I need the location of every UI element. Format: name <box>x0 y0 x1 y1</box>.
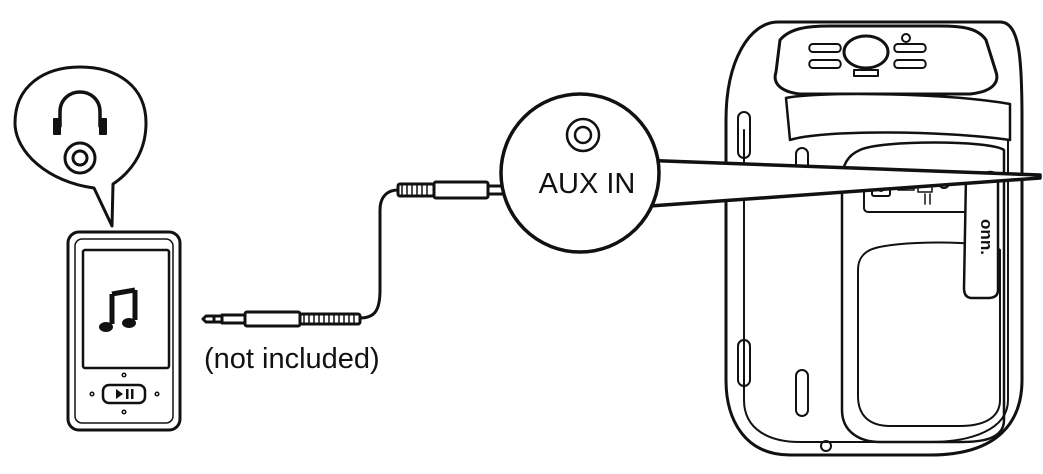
aux-cable <box>201 180 528 328</box>
music-note-icon <box>99 287 138 332</box>
speaker <box>724 20 1024 457</box>
headphones-icon <box>53 90 107 135</box>
player-dot-left <box>89 391 95 397</box>
player-port-callout <box>13 65 148 228</box>
aux-in-label: AUX IN <box>539 168 636 200</box>
speaker-top-knob <box>842 34 890 70</box>
speaker-foot-hole <box>820 440 832 452</box>
cable-note-label: (not included) <box>204 343 380 375</box>
aux-in-jack-icon <box>565 117 601 153</box>
play-pause-button <box>101 383 147 405</box>
player-dot-right <box>154 391 160 397</box>
aux-in-callout <box>499 92 1042 254</box>
player-dot-top <box>121 372 127 378</box>
music-player <box>66 230 182 432</box>
player-dot-bottom <box>121 409 127 415</box>
headphone-jack-icon <box>63 141 97 175</box>
play-pause-icon <box>116 389 123 399</box>
aux-plug-bottom <box>201 310 362 328</box>
speaker-brand-logo: onn. <box>977 219 996 255</box>
